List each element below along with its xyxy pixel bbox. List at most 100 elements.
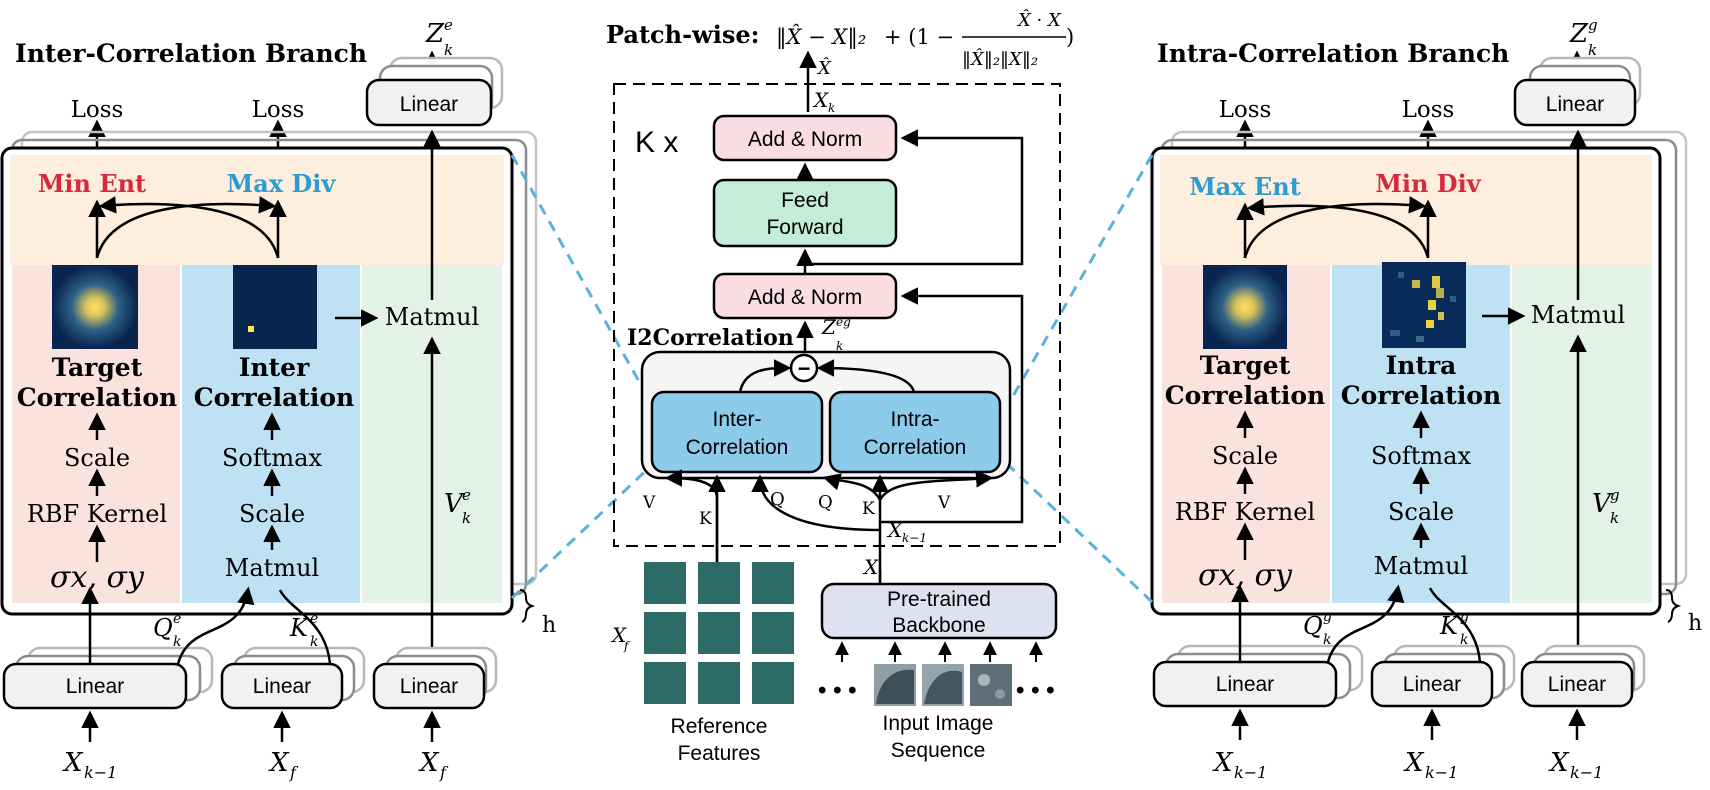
svg-text:k: k <box>1323 632 1331 648</box>
svg-text:k: k <box>444 41 453 59</box>
svg-text:Forward: Forward <box>766 216 843 239</box>
svg-text:−: − <box>798 356 811 381</box>
svg-text:k−1: k−1 <box>1234 763 1267 782</box>
svg-text:Linear: Linear <box>1546 93 1604 116</box>
left-sigma: σx, σy <box>50 560 145 595</box>
center-k1: K <box>699 509 712 529</box>
svg-text:k: k <box>1588 41 1597 59</box>
add-norm-bottom <box>712 272 898 320</box>
center-q2: Q <box>818 492 833 513</box>
formula-term1: ‖X̂ − X‖₂ <box>776 25 866 50</box>
left-inter-heatmap <box>233 265 317 349</box>
right-input-2: X <box>1403 748 1425 778</box>
right-title: Intra-Correlation Branch <box>1157 39 1509 68</box>
svg-text:k: k <box>836 339 843 353</box>
i2correlation-block: X̂ X k K x Add & Norm Feed Forward Add &… <box>610 50 1061 765</box>
left-output-label: Z <box>425 19 445 49</box>
left-linear-q <box>2 662 188 710</box>
right-matmul-output: Matmul <box>1531 301 1625 329</box>
right-linear-v <box>1520 660 1634 708</box>
svg-text:g: g <box>1323 609 1332 625</box>
i2correlation-label: I2Correlation <box>627 325 794 351</box>
left-rbf-kernel: RBF Kernel <box>27 500 167 528</box>
xk-label: X <box>812 88 829 112</box>
center-v2: V <box>937 493 951 513</box>
left-input-1: X <box>62 748 84 778</box>
right-loss-2: Loss <box>1402 97 1455 123</box>
svg-text:k: k <box>462 509 471 527</box>
svg-text:Linear: Linear <box>400 675 458 698</box>
left-linear-v <box>372 662 486 710</box>
left-linear-k <box>220 662 344 710</box>
svg-text:Linear: Linear <box>400 93 458 116</box>
feed-forward <box>712 178 898 248</box>
right-target-heatmap <box>1203 265 1287 349</box>
left-q-label: Q <box>153 614 173 642</box>
inter-correlation-branch: Inter-Correlation Branch Z e k Linear Lo… <box>0 16 556 782</box>
left-min-ent: Min Ent <box>38 169 146 198</box>
formula-prefix: Patch-wise: <box>606 20 759 49</box>
svg-text:k: k <box>1460 632 1468 648</box>
dots-right: • • • <box>1016 677 1055 704</box>
inter-correlation-box <box>650 390 824 474</box>
left-softmax: Softmax <box>222 444 322 472</box>
svg-text:Correlation: Correlation <box>686 436 789 459</box>
xf-label: X <box>610 623 627 647</box>
right-loss-1: Loss <box>1219 97 1272 123</box>
formula-numerator: X̂ · X <box>1016 9 1062 31</box>
svg-text:e: e <box>444 16 453 34</box>
right-h: h <box>1688 611 1702 636</box>
formula-denominator: ‖X̂‖₂‖X‖₂ <box>962 48 1038 70</box>
svg-text:k: k <box>173 634 181 650</box>
svg-text:Linear: Linear <box>1403 673 1461 696</box>
formula-close: ) <box>1066 25 1074 49</box>
right-output-label: Z <box>1569 19 1589 49</box>
add-norm-top <box>712 114 898 162</box>
svg-text:g: g <box>1588 16 1598 34</box>
svg-text:Linear: Linear <box>253 675 311 698</box>
svg-text:k: k <box>310 634 318 650</box>
left-input-2: X <box>268 748 290 778</box>
right-scale-2: Scale <box>1388 498 1454 526</box>
zoom-connectors <box>510 154 1154 604</box>
svg-text:g: g <box>1610 486 1620 504</box>
left-matmul-output: Matmul <box>385 303 479 331</box>
right-min-div: Min Div <box>1375 169 1481 198</box>
right-softmax: Softmax <box>1371 442 1471 470</box>
xkm1-label: X <box>886 518 903 542</box>
svg-text:k−1: k−1 <box>1570 763 1603 782</box>
loss-formula: Patch-wise: ‖X̂ − X‖₂ + (1 − X̂ · X ‖X̂‖… <box>606 9 1074 70</box>
intra-correlation-branch: Intra-Correlation Branch Z g k Linear Lo… <box>1150 16 1702 782</box>
right-top-linear <box>1513 78 1637 127</box>
left-scale-1: Scale <box>64 444 130 472</box>
formula-term2: + (1 − <box>884 25 954 49</box>
left-k-label: K <box>289 614 310 642</box>
svg-text:Inter: Inter <box>239 353 310 382</box>
svg-text:Backbone: Backbone <box>892 614 985 637</box>
dots-left: • • • <box>818 677 857 704</box>
right-input-1: X <box>1212 748 1234 778</box>
left-scale-2: Scale <box>239 500 305 528</box>
center-q1: Q <box>770 489 785 510</box>
center-k2: K <box>862 499 875 519</box>
left-loss-1: Loss <box>71 97 124 123</box>
svg-text:Linear: Linear <box>1216 673 1274 696</box>
svg-text:Correlation: Correlation <box>194 383 354 412</box>
left-target-heatmap <box>52 265 138 349</box>
svg-text:k−1: k−1 <box>902 531 927 545</box>
svg-text:e: e <box>173 611 181 627</box>
left-top-linear <box>365 78 493 127</box>
svg-text:f: f <box>289 763 299 782</box>
svg-text:Target: Target <box>1200 351 1291 380</box>
left-matmul: Matmul <box>225 554 319 582</box>
right-input-3: X <box>1548 748 1570 778</box>
svg-text:Correlation: Correlation <box>17 383 177 412</box>
svg-text:Correlation: Correlation <box>1165 381 1325 410</box>
right-matmul: Matmul <box>1374 552 1468 580</box>
right-linear-k <box>1370 660 1494 708</box>
left-h: h <box>542 613 556 638</box>
svg-text:Feed: Feed <box>781 189 829 212</box>
svg-text:f: f <box>623 639 631 653</box>
svg-text:Intra: Intra <box>1386 351 1457 380</box>
